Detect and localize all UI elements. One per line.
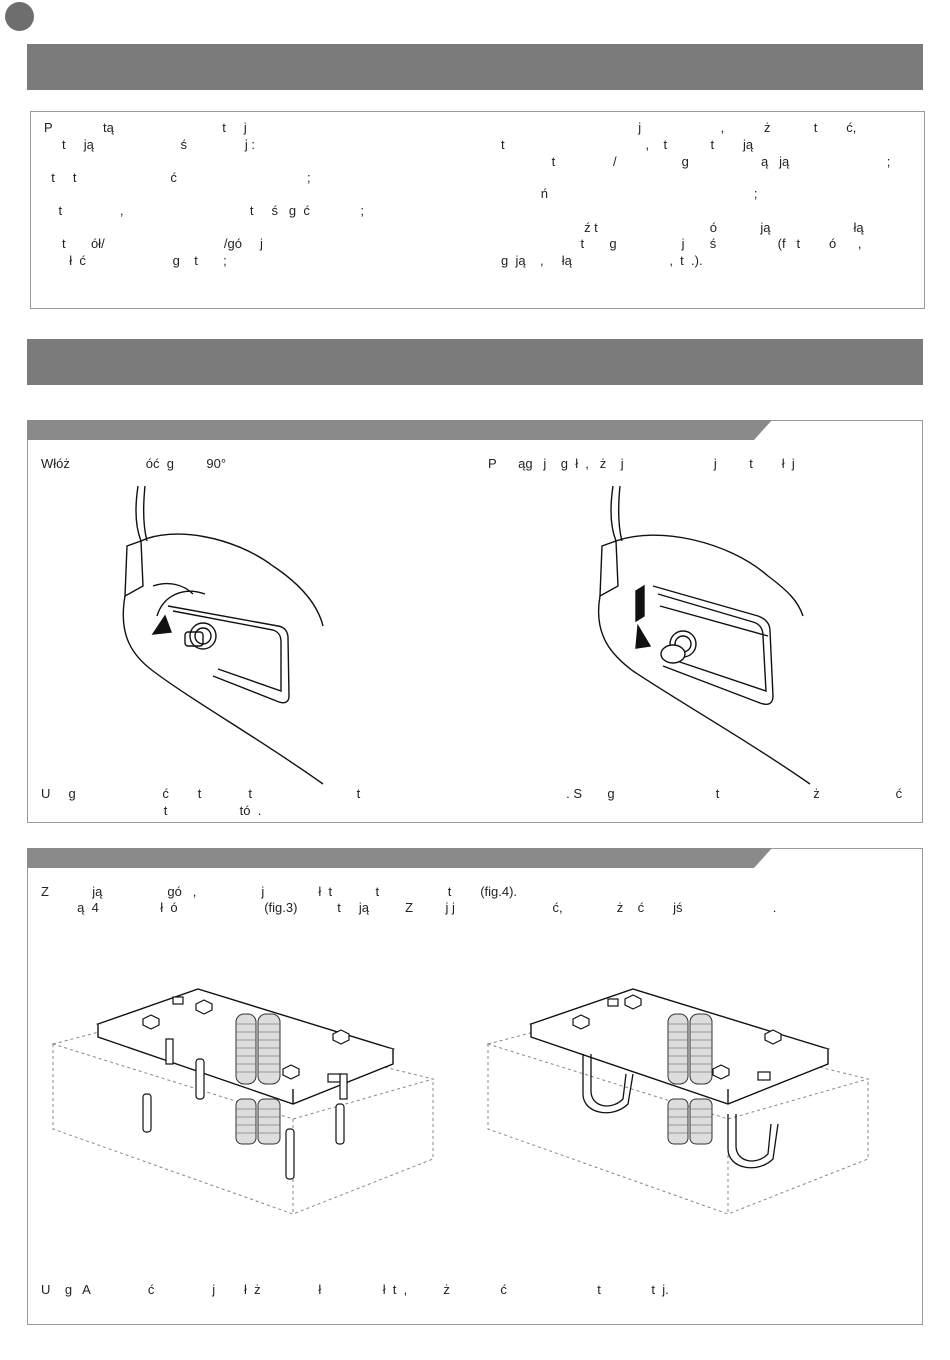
anchor-plate-fig4-illustration bbox=[486, 988, 870, 1215]
intro-left-line-5: t ół/ /gó j bbox=[44, 236, 263, 251]
manual-release-box: Włóż óć g 90° P ąg j g ł , ż j j t ł j bbox=[27, 420, 923, 823]
header-banner bbox=[27, 44, 923, 90]
release-note-line-1: U g ć t t t . S g t bbox=[41, 786, 903, 801]
section1-tab-bar bbox=[27, 420, 772, 440]
lever-open-illustration bbox=[597, 486, 811, 785]
intro-right-line-5: ź t ó ją łą bbox=[501, 220, 864, 235]
intro-left-line-6: ł ć g t ; bbox=[44, 253, 227, 268]
anchor-text-line-1: Z ją gó , j ł t t t (fig.4). bbox=[41, 884, 518, 899]
intro-right-line-6: t g j ś (f t ó , bbox=[501, 236, 862, 251]
section2-tab-bar bbox=[27, 848, 772, 868]
anchor-plate-fig3-illustration bbox=[51, 988, 435, 1215]
intro-left-line-4: t , t ś g ć ; bbox=[44, 203, 365, 218]
release-note-line-2: t tó . bbox=[41, 803, 262, 818]
intro-right-line-4: ń ; bbox=[501, 186, 758, 201]
intro-right-line-2: t , t t ją bbox=[501, 137, 754, 152]
intro-right-line-3: t / g ą ją ; bbox=[501, 154, 891, 169]
intro-right-line-7: g ją , łą , t .). bbox=[501, 253, 703, 268]
intro-text-box: P tą t j t ją ś j : t t ć ; t bbox=[30, 111, 925, 309]
intro-left-line-1: P tą t j bbox=[44, 120, 247, 135]
section-number-badge bbox=[5, 2, 34, 31]
intro-right-line-1: j , ż t ć, bbox=[501, 120, 857, 135]
intro-left-line-2: t ją ś j : bbox=[44, 137, 255, 152]
step2-caption: P ąg j g ł , ż j j t ł j bbox=[488, 456, 795, 471]
anchor-plate-box: Z ją gó , j ł t t t (fig.4). ą 4 ł ó (fi… bbox=[27, 848, 923, 1325]
anchor-text-line-2: ą 4 ł ó (fig.3) t ją Z j j ć, ż ć jś . bbox=[41, 900, 777, 915]
section-banner bbox=[27, 339, 923, 385]
anchor-note-line: U g A ć j ł ż ł ł t , ż ć t t j. bbox=[41, 1282, 669, 1297]
key-insert-illustration bbox=[122, 486, 324, 785]
step1-caption: Włóż óć g 90° bbox=[41, 456, 227, 471]
intro-left-line-3: t t ć ; bbox=[44, 170, 311, 185]
